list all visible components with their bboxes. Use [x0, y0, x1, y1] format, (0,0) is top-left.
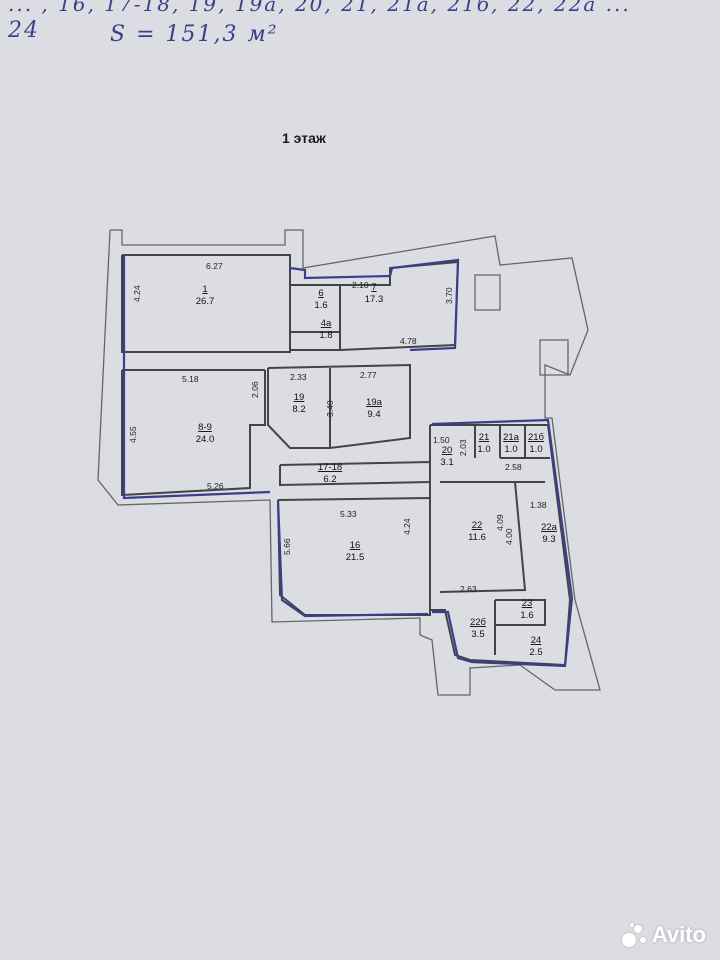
room-number: 21б — [528, 432, 545, 443]
dimension-label: 5.66 — [282, 538, 292, 555]
handwritten-line-number: 24 — [8, 18, 40, 43]
room-number: 20 — [442, 445, 453, 456]
dimension-label: 5.26 — [207, 481, 224, 491]
avito-watermark-text: Avito — [651, 922, 706, 947]
dimension-label: 6.27 — [206, 261, 223, 271]
room-number: 22б — [470, 617, 487, 628]
room-number: 7 — [371, 282, 376, 293]
room-number: 8-9 — [198, 422, 212, 433]
dimension-label: 2.10 — [352, 280, 369, 290]
room-area: 9.4 — [367, 409, 380, 420]
dimension-labels: 6.274.242.103.704.785.182.064.555.262.33… — [128, 261, 547, 594]
dimension-label: 2.63 — [460, 584, 477, 594]
floor-heading: 1 этаж — [282, 130, 326, 146]
room-area: 1.6 — [314, 300, 327, 311]
dimension-label: 4.24 — [402, 518, 412, 535]
handwritten-room-list: ... , 16, 17-18, 19, 19а, 20, 21, 21а, 2… — [8, 0, 631, 16]
room-area: 3.5 — [471, 629, 484, 640]
dimension-label: 4.55 — [128, 426, 138, 443]
interior-walls — [121, 254, 572, 667]
room-number: 21 — [479, 432, 490, 443]
dimension-label: 4.00 — [504, 528, 514, 545]
dimension-label: 2.33 — [290, 372, 307, 382]
room-area: 1.8 — [319, 330, 332, 341]
room-number: 21а — [503, 432, 520, 443]
outer-walls — [97, 229, 601, 696]
room-number: 17-18 — [318, 462, 342, 473]
dimension-label: 2.58 — [505, 462, 522, 472]
room-area: 24.0 — [196, 434, 215, 445]
dimension-label: 1.38 — [530, 500, 547, 510]
room-number: 22 — [472, 520, 483, 531]
room-number: 19а — [366, 397, 383, 408]
dimension-label: 3.40 — [325, 400, 335, 417]
dimension-label: 1.50 — [433, 435, 450, 445]
room-area: 1.6 — [520, 610, 533, 621]
room-number: 16 — [350, 540, 361, 551]
room-area: 9.3 — [542, 534, 555, 545]
dimension-label: 2.06 — [250, 381, 260, 398]
stairs-right — [539, 339, 569, 376]
handwritten-area: S = 151,3 м² — [110, 22, 279, 47]
room-area: 1.0 — [504, 444, 517, 455]
dimension-label: 2.03 — [458, 439, 468, 456]
avito-watermark: Avito — [621, 922, 706, 948]
dimension-label: 3.70 — [444, 287, 454, 304]
dimension-label: 4.24 — [132, 285, 142, 302]
dimension-label: 2.77 — [360, 370, 377, 380]
room-area: 21.5 — [346, 552, 365, 563]
room-area: 1.0 — [529, 444, 542, 455]
stairs-top — [474, 274, 501, 311]
room-number: 4а — [321, 318, 332, 329]
room-number: 22а — [541, 522, 558, 533]
dimension-label: 4.78 — [400, 336, 417, 346]
dimension-label: 4.09 — [495, 514, 505, 531]
room-area: 17.3 — [365, 294, 384, 305]
room-number: 24 — [531, 635, 542, 646]
pencil-outline — [122, 255, 574, 668]
room-area: 6.2 — [323, 474, 336, 485]
room-area: 3.1 — [440, 457, 453, 468]
dimension-label: 5.18 — [182, 374, 199, 384]
room-area: 8.2 — [292, 404, 305, 415]
room-labels: 126.761.64а1.8717.3198.219а9.48-924.017-… — [196, 282, 558, 658]
room-area: 26.7 — [196, 296, 215, 307]
room-number: 23 — [522, 598, 533, 609]
room-area: 2.5 — [529, 647, 542, 658]
room-area: 11.6 — [468, 532, 486, 543]
dimension-label: 5.33 — [340, 509, 357, 519]
room-area: 1.0 — [477, 444, 490, 455]
room-number: 19 — [294, 392, 305, 403]
room-number: 6 — [318, 288, 323, 299]
avito-logo-icon — [621, 923, 648, 947]
room-number: 1 — [202, 284, 207, 295]
